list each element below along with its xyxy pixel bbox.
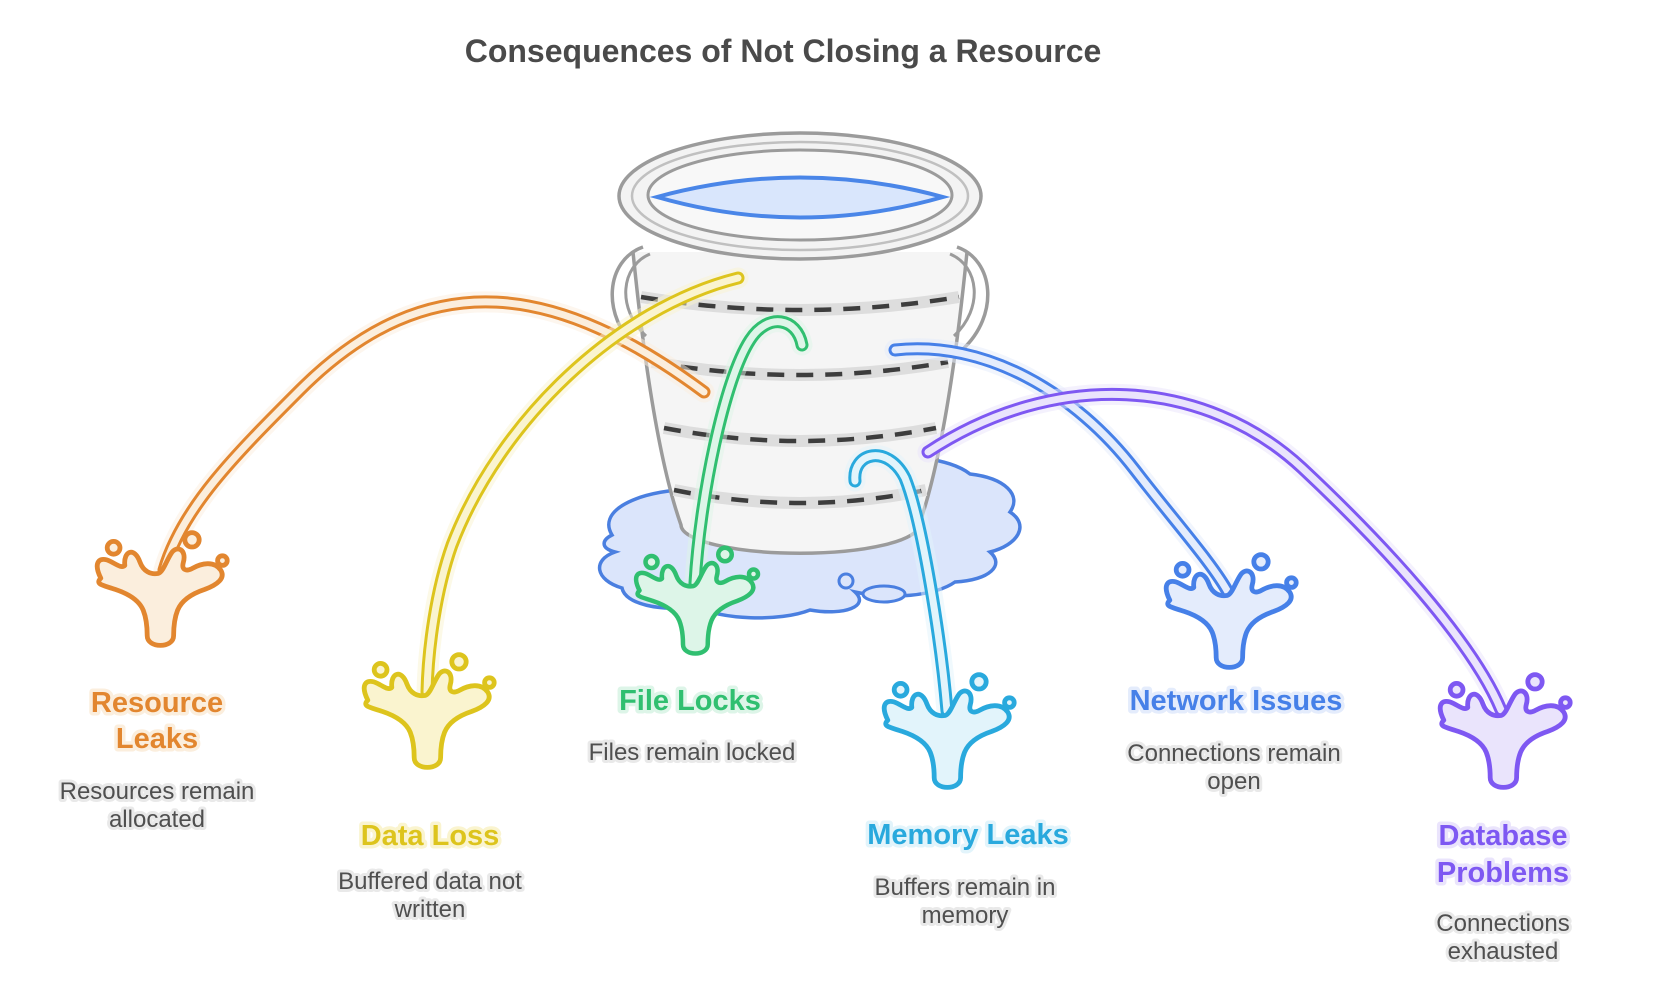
bucket-body-outline: [631, 251, 969, 555]
leak-sublabel-database-problems: exhausted: [1448, 938, 1559, 965]
leak-sublabel-memory-leaks: Buffers remain in: [875, 874, 1056, 901]
leak-sublabel-data-loss: written: [394, 896, 466, 923]
leak-label-resource-leaks: Leaks: [116, 723, 198, 755]
splash-database-problems: [1440, 675, 1570, 788]
page-title: Consequences of Not Closing a Resource: [465, 33, 1102, 69]
leak-label-database-problems: Problems: [1437, 857, 1569, 889]
leak-sublabel-data-loss: Buffered data not: [338, 868, 522, 895]
bucket-rim-edge: [630, 140, 970, 252]
leak-sublabel-file-locks: Files remain locked: [589, 739, 796, 766]
bucket-water: [649, 175, 951, 220]
leak-label-resource-leaks: Resource: [91, 687, 223, 719]
leak-sublabel-resource-leaks: Resources remain: [60, 778, 255, 805]
puddle-droplet: [837, 572, 855, 590]
leak-label-data-loss: Data Loss: [361, 820, 500, 852]
leak-sublabel-network-issues: open: [1207, 768, 1260, 795]
puddle-droplet: [861, 584, 907, 604]
leak-label-database-problems: Database: [1439, 820, 1568, 852]
splash-network-issues: [1166, 555, 1296, 668]
leak-sublabel-resource-leaks: allocated: [109, 806, 205, 833]
leak-sublabel-memory-leaks: memory: [922, 902, 1009, 929]
leak-label-network-issues: Network Issues: [1130, 685, 1343, 717]
leak-sublabel-network-issues: Connections remain: [1127, 740, 1340, 767]
stream-database-problems: [928, 394, 1501, 710]
leak-label-memory-leaks: Memory Leaks: [867, 819, 1069, 851]
leak-label-file-locks: File Locks: [619, 685, 761, 717]
leak-sublabel-database-problems: Connections: [1436, 910, 1569, 937]
labels: Resource Leaks Resources remain allocate…: [57, 682, 1573, 969]
